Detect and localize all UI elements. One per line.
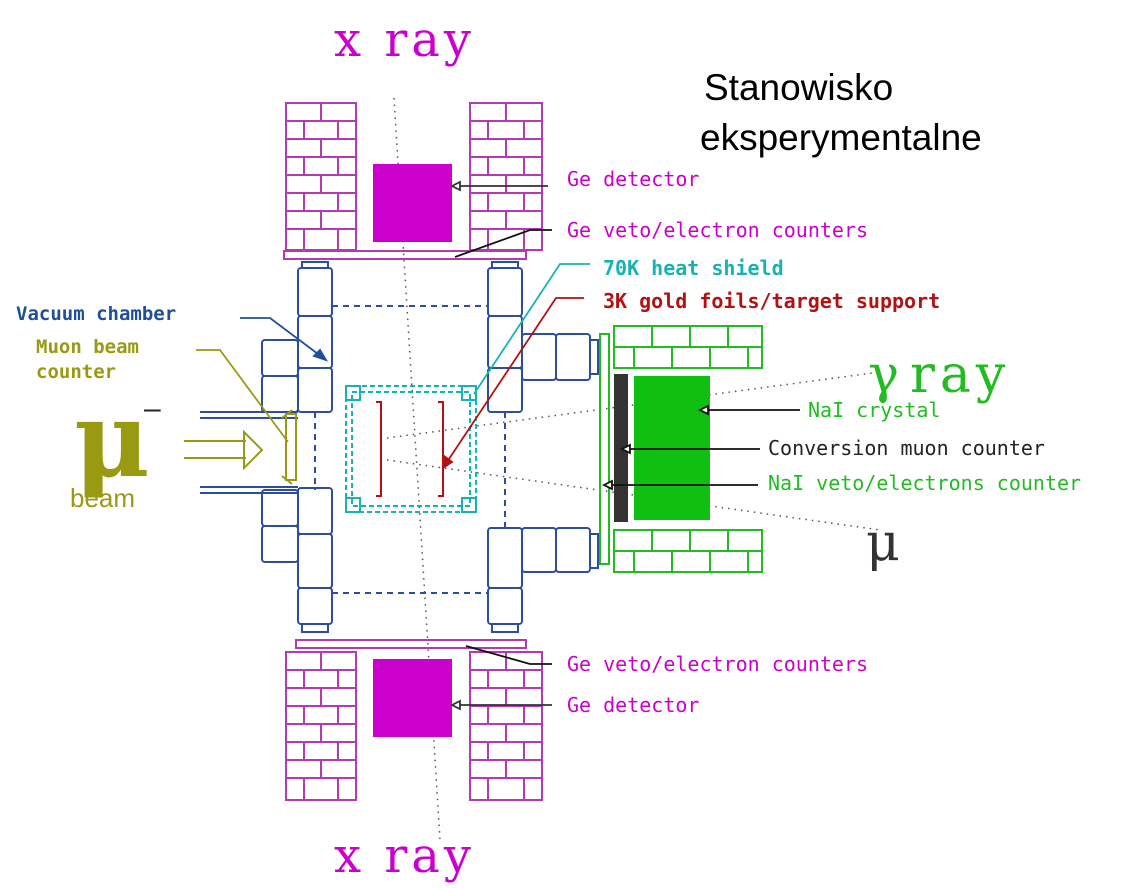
- ge-detector-bottom: [373, 659, 452, 737]
- mu-beam-charge: –: [144, 392, 161, 425]
- gold-foils: [376, 401, 444, 497]
- ge-veto-counter-bottom: [295, 639, 527, 649]
- nai-crystal: [634, 376, 710, 520]
- brick-shield-top-right: [469, 102, 543, 251]
- title-line-1: Stanowisko: [704, 67, 893, 108]
- xray-top-label: x ray: [334, 12, 475, 68]
- vacuum-chamber: [200, 261, 599, 633]
- nai-veto-counter: [599, 333, 610, 565]
- nai-top-shield: [613, 325, 763, 369]
- leader-lines: [196, 180, 800, 711]
- heat-shield: [345, 385, 477, 513]
- title-line-2: eksperymentalne: [700, 117, 982, 158]
- gamma-ray-word: ray: [910, 345, 1010, 405]
- label-ge-veto-top: Ge veto/electron counters: [567, 218, 868, 242]
- brick-shield-bottom-right: [469, 651, 543, 801]
- label-gold-foils: 3K gold foils/target support: [603, 289, 940, 313]
- mu-beam-symbol: μ: [74, 378, 150, 501]
- label-ge-detector-bottom: Ge detector: [567, 693, 699, 717]
- muon-beam-counter: [281, 409, 297, 485]
- ge-detector-top: [373, 164, 452, 242]
- brick-shield-top-left: [285, 102, 357, 251]
- gamma-symbol: γ: [868, 345, 899, 405]
- brick-shield-bottom-left: [285, 651, 357, 801]
- label-muon-beam-counter-line1: Muon beam: [36, 336, 139, 358]
- mu-outgoing-symbol: μ: [866, 513, 900, 573]
- label-heat-shield: 70K heat shield: [603, 256, 784, 280]
- label-vacuum-chamber: Vacuum chamber: [16, 303, 176, 325]
- beam-label: beam: [70, 483, 135, 513]
- nai-bottom-shield: [613, 529, 763, 573]
- label-conversion-counter: Conversion muon counter: [768, 436, 1045, 460]
- label-nai-veto: NaI veto/electrons counter: [768, 471, 1081, 495]
- label-ge-veto-bottom: Ge veto/electron counters: [567, 652, 868, 676]
- label-ge-detector-top: Ge detector: [567, 167, 699, 191]
- sight-lines: [386, 97, 881, 841]
- ge-veto-counter-top: [283, 250, 527, 260]
- beam-arrow: [184, 429, 264, 471]
- xray-bottom-label: x ray: [334, 828, 475, 883]
- heat-shield-corners: [345, 385, 477, 513]
- label-nai-crystal: NaI crystal: [808, 398, 940, 422]
- label-muon-beam-counter-line2: counter: [36, 361, 116, 383]
